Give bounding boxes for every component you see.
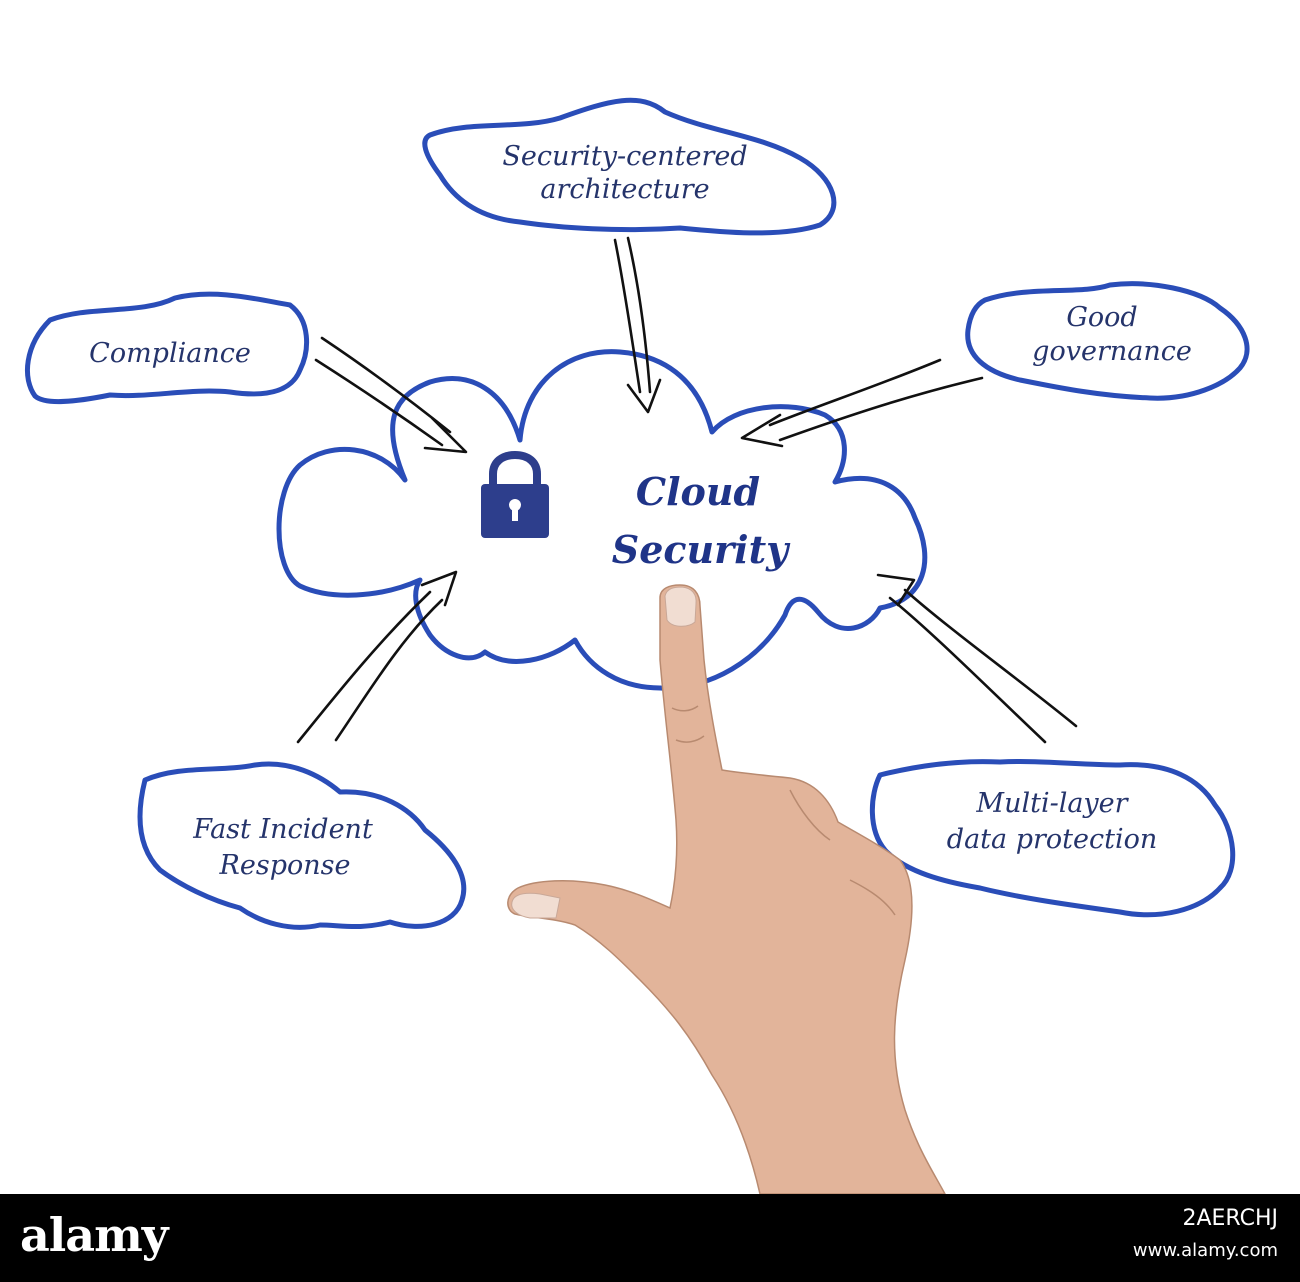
node-bottom-left-label-line2: Response (219, 850, 351, 881)
center-cloud-outline (276, 349, 928, 691)
node-bottom-right-label-line1: Multi-layer (975, 788, 1129, 819)
node-left-cloud-outline (24, 291, 310, 405)
node-right-label-line2: governance (1032, 336, 1192, 367)
padlock-shackle (489, 450, 541, 486)
fingernail-thumb (511, 892, 561, 919)
brand-logo-text: alamy (20, 1208, 168, 1262)
node-right-label-line1: Good (1066, 302, 1137, 333)
diagram-canvas: a Cloud Security Security-centered archi… (24, 97, 1250, 1194)
cloud-security-diagram: a Cloud Security Security-centered archi… (24, 97, 1250, 1194)
arrow-top-to-center (613, 236, 662, 414)
node-right-cloud-outline (965, 281, 1250, 401)
arrow-bottom-right-to-center (876, 573, 1078, 744)
arrow-left-to-center (314, 336, 468, 454)
padlock-keyhole-slot (512, 507, 518, 521)
node-bottom-left-label-line1: Fast Incident (192, 814, 373, 845)
fingernail-index (664, 586, 697, 627)
node-top-cloud-outline (422, 97, 837, 236)
node-top-label-line2: architecture (540, 174, 709, 205)
arrow-bottom-left-to-center (296, 570, 458, 744)
center-title-line2: Security (612, 527, 791, 572)
pointing-hand-image (507, 584, 946, 1194)
stock-image-id: 2AERCHJ (1182, 1206, 1278, 1231)
node-left-label-line1: Compliance (89, 338, 251, 369)
footer-bar: alamy 2AERCHJ www.alamy.com (0, 1194, 1300, 1282)
stock-url: www.alamy.com (1132, 1240, 1278, 1261)
node-top-label-line1: Security-centered (502, 141, 747, 172)
center-title-line1: Cloud (636, 469, 760, 514)
node-bottom-right-cloud-outline (869, 759, 1236, 918)
padlock-icon (481, 450, 549, 538)
arrow-right-to-center (740, 358, 984, 448)
brand-logo: alamy (20, 1208, 168, 1262)
node-bottom-right-label-line2: data protection (947, 824, 1157, 855)
node-bottom-left-cloud-outline (137, 761, 467, 930)
